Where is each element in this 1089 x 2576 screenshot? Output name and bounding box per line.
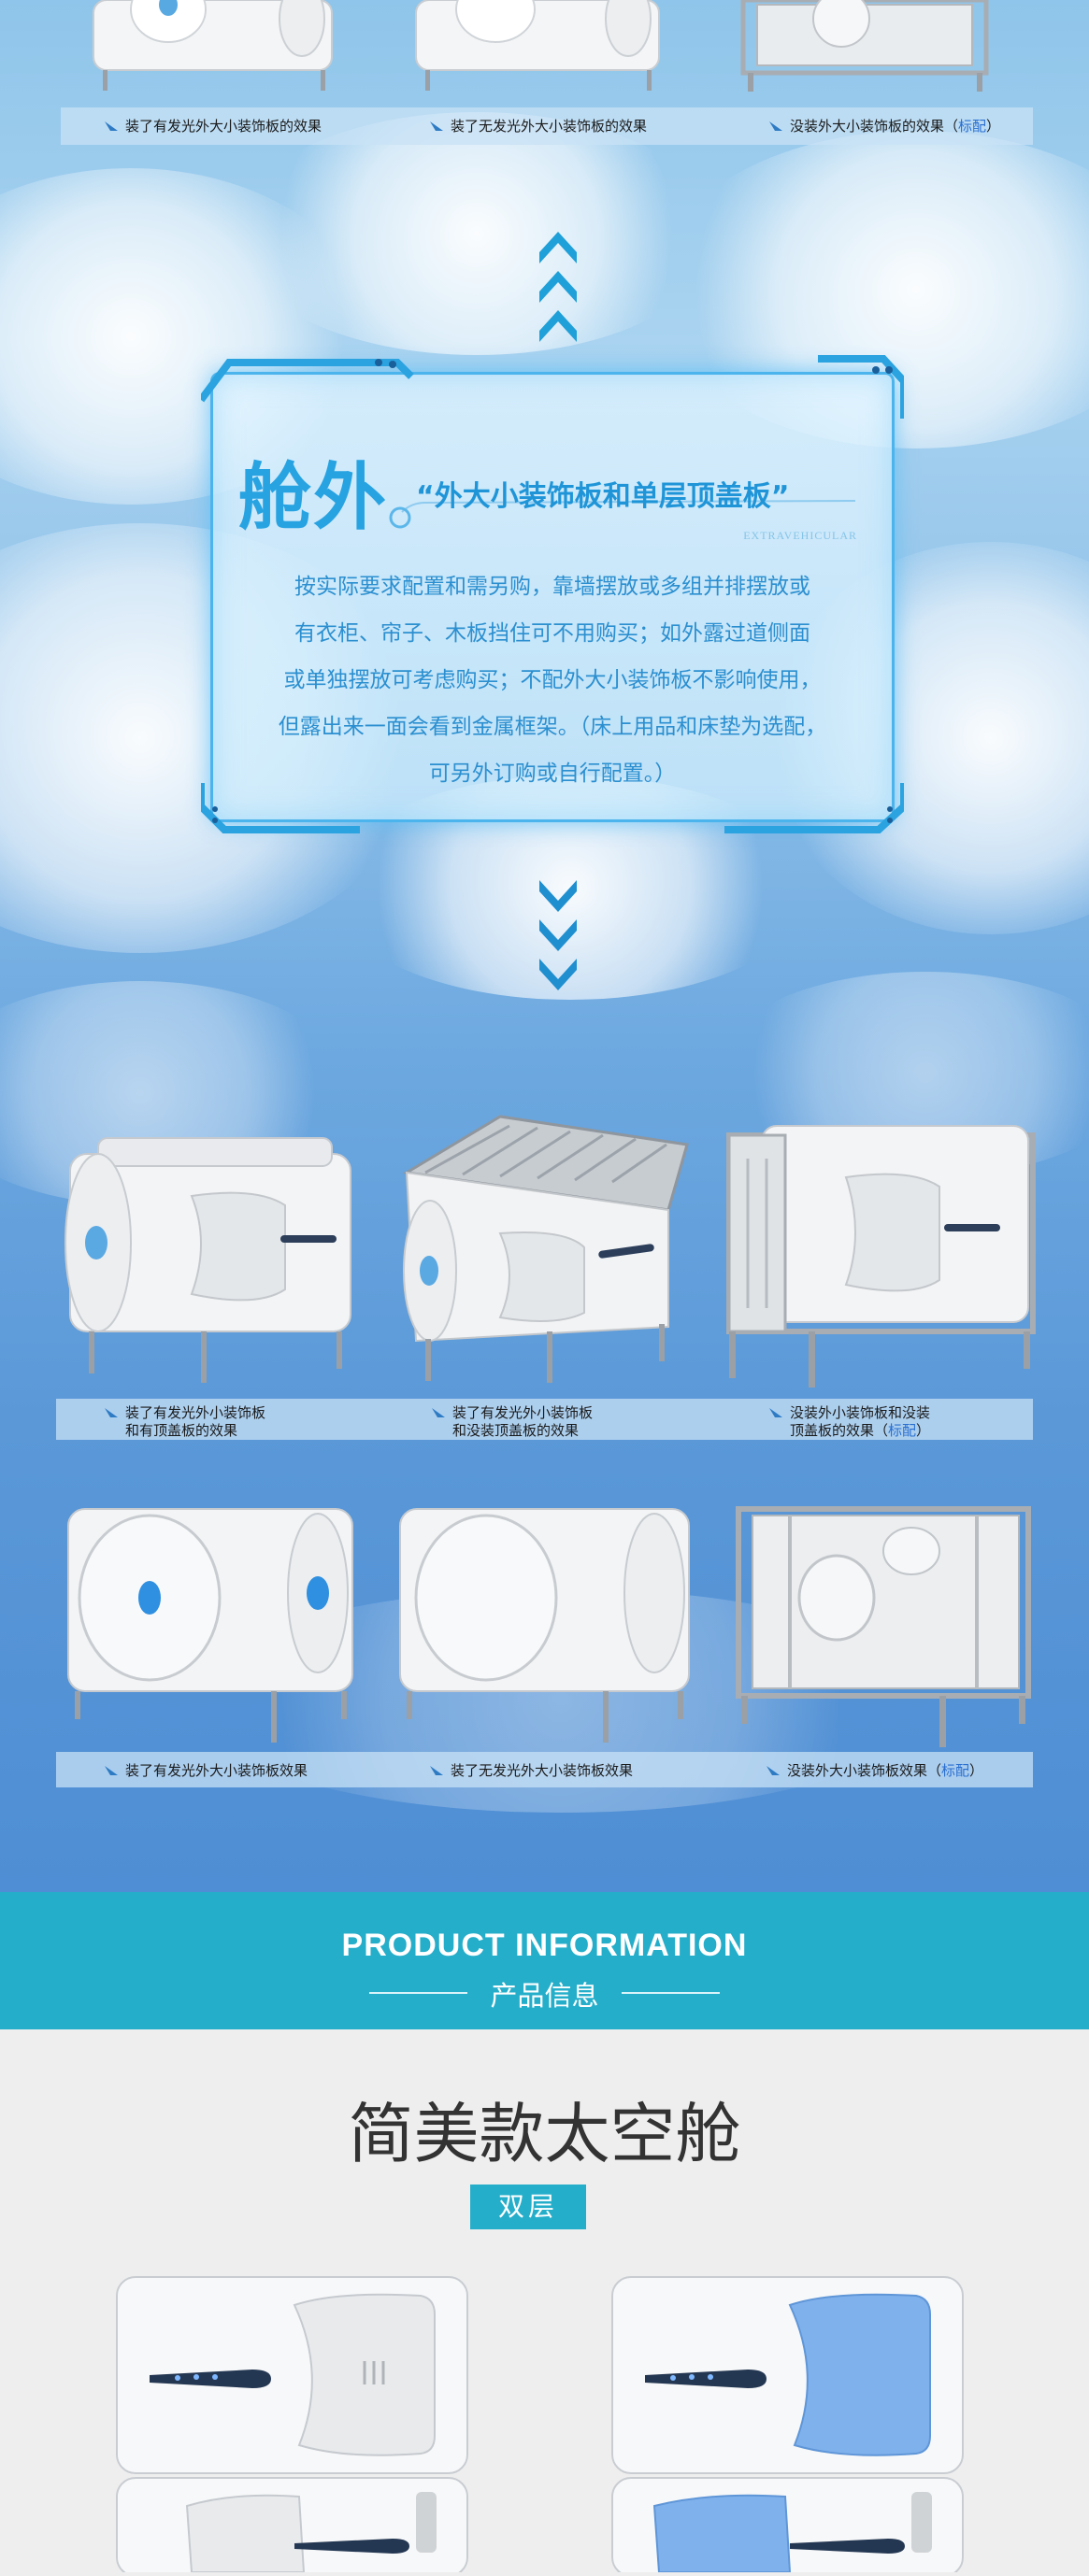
panel-description: 按实际要求配置和需另购，靠墙摆放或多组并排摆放或 有衣柜、帘子、木板挡住可不用购… <box>238 563 867 797</box>
chevron-up-icon <box>539 232 577 342</box>
caption-bar <box>61 107 1033 145</box>
band-title-cn: 产品信息 <box>490 1980 599 2012</box>
caption-text: 没装外小装饰板和没装 <box>790 1405 931 1421</box>
panel-subtitle: “外大小装饰板和单层顶盖板” <box>416 480 790 513</box>
caption-text: 装了有发光外大小装饰板的效果 <box>125 119 322 135</box>
caption-text: 没装外大小装饰板效果 <box>787 1763 928 1779</box>
check-mark-icon <box>105 1408 118 1417</box>
divider <box>369 1992 467 1994</box>
panel-corner-decoration <box>201 355 904 833</box>
caption-text: 装了有发光外小装饰板 <box>125 1405 266 1421</box>
caption: 装了有发光外小装饰板 和没装顶盖板的效果 <box>432 1404 593 1440</box>
caption-paren: （ <box>944 119 959 135</box>
description-line: 可另外订购或自行配置。） <box>428 761 677 786</box>
divider <box>622 1992 720 1994</box>
standard-label: 标配 <box>888 1423 917 1439</box>
check-mark-icon <box>105 1766 118 1775</box>
caption-paren: ） <box>916 1423 931 1439</box>
capsule-frame-image <box>738 0 991 93</box>
description-line: 或单独摆放可考虑购买；不配外大小装饰板不影响使用， <box>283 668 822 692</box>
product-info-band: PRODUCT INFORMATION 产品信息 <box>0 1892 1089 2029</box>
check-mark-icon <box>105 121 118 131</box>
cloud <box>234 112 720 355</box>
check-mark-icon <box>430 121 443 131</box>
capsule-glow-panel-image <box>61 1500 360 1747</box>
caption: 没装外大小装饰板的效果（标配） <box>769 118 1000 135</box>
caption-text: 装了有发光外大小装饰板效果 <box>125 1763 308 1779</box>
caption-text: 和有顶盖板的效果 <box>125 1423 238 1439</box>
caption-paren: ） <box>986 119 1001 135</box>
double-bunk-capsule-blue-image <box>608 2272 967 2576</box>
chevron-down-icon <box>539 880 577 990</box>
caption-paren: （ <box>927 1763 942 1779</box>
capsule-image <box>89 0 337 93</box>
band-title-en: PRODUCT INFORMATION <box>341 1928 748 1963</box>
panel-subtitle-en: EXTRAVEHICULAR <box>743 529 857 542</box>
caption-text: 装了有发光外小装饰板 <box>452 1405 594 1421</box>
panel-title: 舱外 <box>238 456 389 540</box>
standard-label: 标配 <box>941 1763 970 1779</box>
capsule-plain-panel-image <box>393 1500 696 1747</box>
capsule-with-top-cover-image <box>61 1131 360 1388</box>
check-mark-icon <box>769 121 782 131</box>
check-mark-icon <box>432 1408 445 1417</box>
caption-text: 没装外大小装饰板的效果 <box>790 119 945 135</box>
caption: 装了有发光外大小装饰板效果 <box>105 1762 308 1780</box>
caption-bar <box>56 1399 1033 1440</box>
description-line: 有衣柜、帘子、木板挡住可不用购买；如外露过道侧面 <box>294 621 810 646</box>
capsule-image <box>411 0 664 93</box>
caption-text: 装了无发光外大小装饰板的效果 <box>451 119 648 135</box>
panel-frame <box>210 372 895 822</box>
caption: 装了无发光外大小装饰板的效果 <box>430 118 647 135</box>
capsule-frame-image <box>734 1504 1033 1747</box>
caption: 没装外小装饰板和没装 顶盖板的效果（标配） <box>769 1404 930 1440</box>
product-variant-tag: 双层 <box>470 2185 586 2229</box>
caption-paren: （ <box>874 1423 889 1439</box>
description-line: 但露出来一面会看到金属框架。（床上用品和床垫为选配， <box>278 715 827 739</box>
capsule-open-top-image <box>388 1107 692 1388</box>
caption-text: 和没装顶盖板的效果 <box>452 1423 580 1439</box>
product-title: 简美款太空舱 <box>348 2096 741 2172</box>
description-line: 按实际要求配置和需另购，靠墙摆放或多组并排摆放或 <box>294 575 810 599</box>
caption: 装了有发光外大小装饰板的效果 <box>105 118 322 135</box>
caption-bar <box>56 1752 1033 1787</box>
check-mark-icon <box>430 1766 443 1775</box>
caption-paren: ） <box>969 1763 984 1779</box>
standard-label: 标配 <box>958 119 987 135</box>
check-mark-icon <box>767 1766 780 1775</box>
extravehicular-info-panel: 舱外 “外大小装饰板和单层顶盖板” EXTRAVEHICULAR 按实际要求配置… <box>201 353 904 839</box>
caption: 没装外大小装饰板效果（标配） <box>767 1762 983 1780</box>
double-bunk-capsule-image <box>112 2272 472 2576</box>
caption-text: 顶盖板的效果 <box>790 1423 875 1439</box>
caption-text: 装了无发光外大小装饰板效果 <box>451 1763 634 1779</box>
capsule-frame-image <box>724 1121 1038 1388</box>
caption: 装了有发光外小装饰板 和有顶盖板的效果 <box>105 1404 265 1440</box>
caption: 装了无发光外大小装饰板效果 <box>430 1762 633 1780</box>
check-mark-icon <box>769 1408 782 1417</box>
